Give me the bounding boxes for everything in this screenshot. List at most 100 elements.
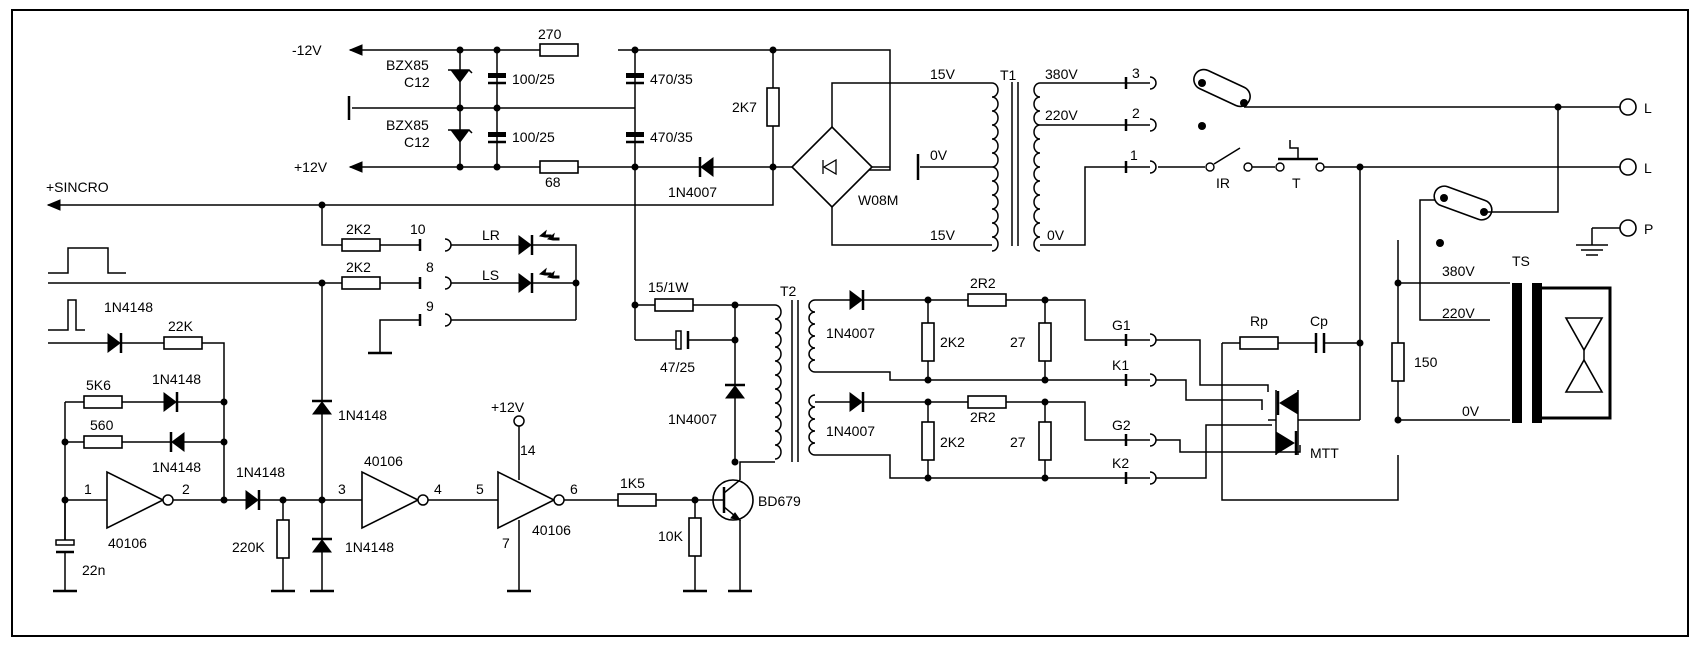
switch-ir-label: IR	[1216, 175, 1230, 191]
r1k5-label: 1K5	[620, 475, 645, 491]
resistor-560	[83, 435, 123, 449]
r5k6-label: 5K6	[86, 377, 111, 393]
r27-ch2-label: 27	[1010, 434, 1026, 450]
led-ls-label: LS	[482, 267, 499, 283]
d-clamp-bottom-label: 1N4148	[345, 539, 394, 555]
capacitor-100-25-b	[488, 132, 506, 137]
inv3-label: 40106	[532, 522, 571, 538]
k2-label: K2	[1112, 455, 1129, 471]
diode-1n4148-input	[107, 333, 121, 353]
pulse-waveform-wide	[48, 247, 126, 274]
diode-1n4148-series	[245, 490, 259, 510]
diode-1n4007-ch1	[849, 290, 863, 310]
vcc-terminal	[513, 415, 525, 427]
d-ch2-label: 1N4007	[826, 423, 875, 439]
g2-label: G2	[1112, 417, 1131, 433]
inv3-pin6: 6	[570, 481, 578, 497]
resistor-2r2-ch1	[967, 293, 1007, 307]
r150-label: 150	[1414, 354, 1438, 370]
terminal-l2-label: L	[1644, 160, 1652, 176]
pin-10-label: 10	[410, 221, 426, 237]
r2k2-ch2-label: 2K2	[940, 434, 965, 450]
resistor-5k6	[83, 395, 123, 409]
led-r-resistor-label: 2K2	[346, 221, 371, 237]
resistor-rp	[1239, 336, 1279, 350]
voltage-selector-link	[1193, 68, 1251, 108]
terminal-3: 3	[1132, 65, 1140, 81]
indicator-section: 2K2 10 LR 2K2 8 LS 9	[48, 205, 580, 355]
resistor-15-1w	[654, 298, 694, 312]
resistor-270	[539, 43, 579, 57]
mtt-label: MTT	[1310, 445, 1339, 461]
t1-tap-220: 220V	[1045, 107, 1078, 123]
zener-diode-1	[450, 69, 470, 83]
capacitor-100-25-a	[488, 73, 506, 78]
d-input-label: 1N4148	[104, 299, 153, 315]
ts-tap-380: 380V	[1442, 263, 1475, 279]
r10k-label: 10K	[658, 528, 684, 544]
cap4-label: 470/35	[650, 129, 693, 145]
r15-label: 15/1W	[648, 279, 689, 295]
d-5k6-label: 1N4148	[152, 371, 201, 387]
resistor-27-ch2	[1038, 421, 1052, 461]
inv1-pin1: 1	[84, 481, 92, 497]
t2-label: T2	[780, 283, 797, 299]
terminal-l2	[1619, 158, 1637, 176]
t1-tap-0: 0V	[1047, 227, 1065, 243]
ts-selector-link	[1433, 185, 1493, 221]
pin-9-label: 9	[426, 298, 434, 314]
capacitor-47-25	[675, 330, 682, 350]
rail-minus12-label: -12V	[292, 42, 322, 58]
diode-1n4148-clamp-bottom	[312, 539, 332, 553]
ts-label: TS	[1512, 253, 1530, 269]
diode-1n4148-560	[171, 432, 185, 452]
inv3-pin7: 7	[502, 535, 510, 551]
diode-supply-label: 1N4007	[668, 184, 717, 200]
g1-label: G1	[1112, 317, 1131, 333]
resistor-10k	[688, 517, 702, 557]
zener1-type: BZX85	[386, 57, 429, 73]
inv1-label: 40106	[108, 535, 147, 551]
welding-transformer-ts: 380V 220V 0V TS	[1394, 107, 1612, 424]
terminal-p-label: P	[1644, 221, 1653, 237]
r2r2-ch2-label: 2R2	[970, 409, 996, 425]
inv3-pin5: 5	[476, 481, 484, 497]
pulse-waveform-narrow	[48, 299, 85, 331]
led-s-resistor-label: 2K2	[346, 259, 371, 275]
capacitor-22n	[55, 539, 75, 546]
c47-label: 47/25	[660, 359, 695, 375]
transistor-label: BD679	[758, 493, 801, 509]
driver-section: 1K5 10K BD679 15/1W 47/25	[564, 279, 816, 593]
resistor-2k2-led-s	[341, 276, 381, 290]
zener-diode-2	[450, 129, 470, 143]
cap2-label: 100/25	[512, 129, 555, 145]
diode-1n4007-ch2	[849, 392, 863, 412]
d-clamp-top-label: 1N4148	[338, 407, 387, 423]
t1-sec-mid: 0V	[930, 147, 948, 163]
resistor-2k2-ch2	[921, 421, 935, 461]
resistor-2k2-led-r	[341, 238, 381, 252]
d-560-label: 1N4148	[152, 459, 201, 475]
diode-1n4148-clamp-top	[312, 401, 332, 415]
resistor-68	[539, 160, 579, 174]
mains-selector: 3 2 1 L IR T L P	[1124, 65, 1653, 256]
schematic-frame	[11, 9, 1689, 637]
diode-1n4007-freewheel	[725, 385, 745, 399]
led-lr-label: LR	[482, 227, 500, 243]
t1-sec-top: 15V	[930, 66, 956, 82]
d-freewheel-label: 1N4007	[668, 411, 717, 427]
trigger-section: 1N4148 22K 5K6 1N4148 560 1N4148 1 2 401…	[48, 283, 578, 593]
mtt-thyristor-module: MTT	[1268, 390, 1339, 461]
led-ls	[518, 273, 532, 293]
inv1-pin2: 2	[182, 481, 190, 497]
ts-tap-0: 0V	[1462, 403, 1480, 419]
capacitor-470-35-b	[626, 132, 644, 137]
resistor-68-label: 68	[545, 174, 561, 190]
inv2-label: 40106	[364, 453, 403, 469]
pin-8-label: 8	[426, 259, 434, 275]
vcc-label: +12V	[491, 399, 525, 415]
cap1-label: 100/25	[512, 71, 555, 87]
resistor-2k7-label: 2K7	[732, 99, 757, 115]
terminal-p	[1619, 219, 1637, 237]
rail-plus12-label: +12V	[294, 159, 328, 175]
